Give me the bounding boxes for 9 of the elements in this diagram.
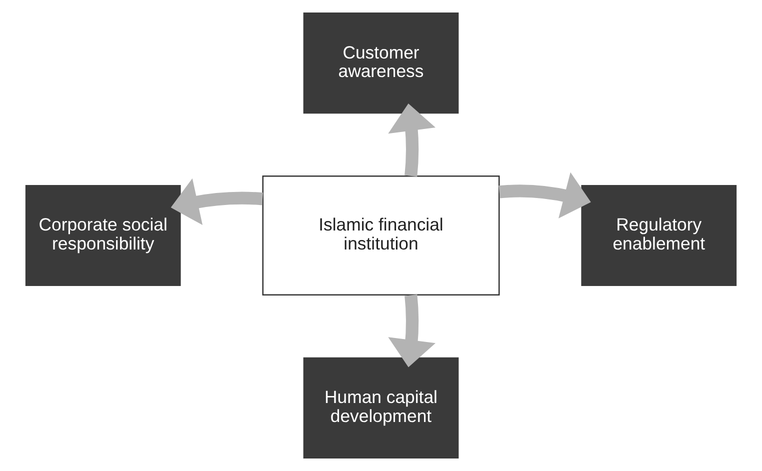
node-box: Islamic financial institution: [262, 176, 500, 296]
arrow: [388, 294, 436, 368]
node-box: Regulatory enablement: [581, 184, 737, 286]
arrow: [388, 104, 436, 177]
arrow: [498, 172, 591, 218]
node-box: Human capital development: [303, 357, 459, 458]
node-box: Customer awareness: [303, 12, 459, 114]
arrow: [170, 178, 263, 226]
node-box: Corporate social responsibility: [25, 184, 181, 286]
